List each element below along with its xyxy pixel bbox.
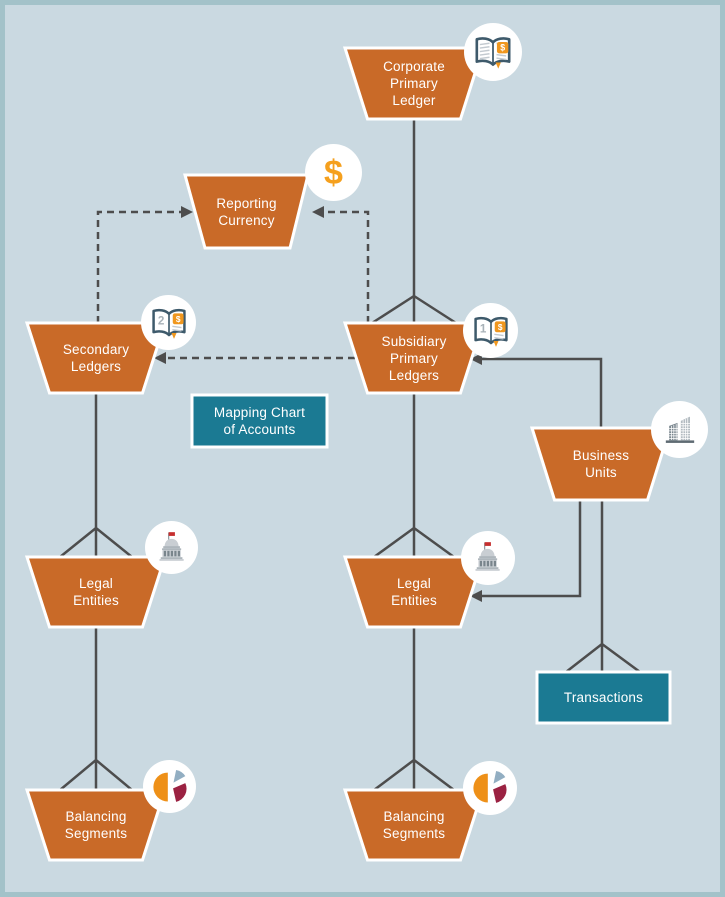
node-legal-entities-left: Legal Entities xyxy=(73,576,119,608)
edge-businessunits-to-subsidiary xyxy=(482,357,603,428)
balancing-segments-left-icon-circle xyxy=(143,760,196,813)
node-shape-reporting-currency xyxy=(183,173,310,250)
node-reporting-currency: Reporting Currency xyxy=(216,195,277,228)
node-shape-secondary-ledgers xyxy=(24,321,168,395)
ledger-book-dollar-icon: $ xyxy=(475,37,511,69)
arrowheads xyxy=(154,206,482,602)
node-shape-balancing-segments-right xyxy=(342,788,486,862)
node-shape-subsidiary-primary-ledgers xyxy=(342,321,486,395)
edge-businessunits-to-legalentities xyxy=(482,500,582,598)
secondary-ledgers-icon-circle: 2 $ xyxy=(141,295,196,350)
business-units-icon-circle xyxy=(651,401,708,458)
dollar-icon: $ xyxy=(324,153,343,192)
dollar-badge-text: $ xyxy=(175,313,180,323)
arrowhead-into-reportingcurrency-left xyxy=(181,206,193,218)
corporate-ledger-icon-circle: $ xyxy=(464,23,522,81)
legal-entities-left-icon-circle xyxy=(145,521,198,574)
node-shape-transactions xyxy=(535,670,672,725)
arrowhead-into-legalentities-right xyxy=(470,590,482,602)
edge-secondary-to-legalentities-left xyxy=(59,393,133,558)
pie-chart-icon xyxy=(473,770,507,803)
node-shape-business-units xyxy=(529,426,673,502)
edge-subsidiary-to-reportingcurrency xyxy=(324,210,370,323)
arrowhead-into-reportingcurrency-right xyxy=(312,206,324,218)
node-secondary-ledgers: Secondary Ledgers xyxy=(62,342,130,374)
edge-subsidiary-to-legalentities-right xyxy=(373,393,455,559)
ledger-book-dollar-icon: 1 $ xyxy=(473,316,508,347)
node-shape-legal-entities-right xyxy=(342,555,486,629)
node-shape-corporate-primary-ledger xyxy=(342,46,486,121)
balancing-segments-right-icon-circle xyxy=(463,761,517,815)
dollar-badge-text: $ xyxy=(500,43,505,53)
node-shape-mapping-chart-of-accounts xyxy=(190,393,329,449)
node-shapes xyxy=(24,46,673,862)
node-subsidiary-primary-ledgers: Subsidiary Primary Ledgers xyxy=(381,333,447,383)
node-balancing-segments-right: Balancing Segments xyxy=(382,809,446,841)
subsidiary-ledgers-icon-circle: 1 $ xyxy=(463,303,518,358)
ledger-book-dollar-icon: 2 $ xyxy=(151,308,186,339)
connector-lines xyxy=(59,119,641,791)
pie-chart-icon xyxy=(152,769,187,802)
arrowhead-into-secondary xyxy=(154,352,166,364)
arrowhead-into-subsidiary xyxy=(470,353,482,365)
government-building-icon xyxy=(159,531,184,561)
ledger-number-badge: 2 xyxy=(157,314,164,327)
legal-entities-right-icon-circle xyxy=(461,531,515,585)
bookmark-ribbon xyxy=(493,340,498,347)
node-mapping-chart-of-accounts: Mapping Chart of Accounts xyxy=(213,405,306,437)
dollar-badge-text: $ xyxy=(497,321,502,331)
node-shape-balancing-segments-left xyxy=(24,788,168,862)
buildings-icon xyxy=(665,416,694,443)
edge-businessunits-to-transactions xyxy=(565,500,641,674)
government-building-icon xyxy=(475,542,500,571)
edge-legalentities-right-to-balancing-right xyxy=(373,627,455,791)
reporting-currency-icon-circle: $ xyxy=(305,144,362,201)
bookmark-ribbon xyxy=(171,332,176,339)
edge-corporate-to-subsidiary xyxy=(371,119,457,325)
edge-legalentities-left-to-balancing-left xyxy=(59,627,133,791)
node-business-units: Business Units xyxy=(572,448,630,480)
ledger-number-badge: 1 xyxy=(479,322,486,335)
node-balancing-segments-left: Balancing Segments xyxy=(64,809,128,841)
node-legal-entities-right: Legal Entities xyxy=(391,576,437,608)
node-transactions: Transactions xyxy=(563,690,644,705)
dashed-connectors xyxy=(96,210,370,360)
edge-secondary-to-reportingcurrency xyxy=(96,210,181,323)
node-shape-legal-entities-left xyxy=(24,555,168,629)
bookmark-ribbon xyxy=(495,62,501,69)
node-corporate-primary-ledger: Corporate Primary Ledger xyxy=(383,59,445,108)
